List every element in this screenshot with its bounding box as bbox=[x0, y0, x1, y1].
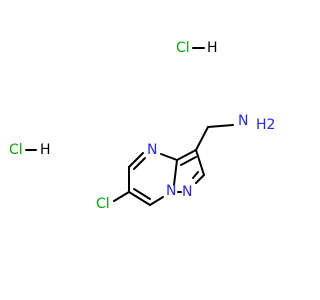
atom-n-pyrimidine: N bbox=[147, 142, 157, 158]
chemical-structure: Cl H Cl H Cl N N N N bbox=[9, 40, 275, 212]
bond-n4-c3a bbox=[160, 153, 178, 161]
bond-ch2-n bbox=[207, 124, 234, 128]
atom-cl: Cl bbox=[96, 196, 110, 212]
bond-c3a-c3-inner bbox=[180, 156, 197, 166]
atom-n-bridgehead: N bbox=[166, 183, 176, 199]
atom-n-pyrazole: N bbox=[182, 184, 192, 200]
hcl-2-cl: Cl bbox=[9, 142, 23, 158]
atom-h2-amine: H2 bbox=[256, 117, 275, 133]
bond-n4-c5-inner bbox=[133, 157, 146, 170]
hcl-2-h: H bbox=[40, 142, 51, 158]
bond-c6-c7-inner bbox=[133, 188, 151, 200]
bond-c7-n8 bbox=[149, 196, 164, 206]
bond-n8-c3a bbox=[173, 159, 178, 186]
bond-network bbox=[113, 124, 234, 206]
atom-n-amine: N bbox=[238, 113, 248, 129]
bond-c6-c7 bbox=[128, 191, 151, 206]
bond-n4-c5 bbox=[128, 152, 144, 168]
bond-c2-n1-inner bbox=[192, 171, 199, 179]
hcl-1-cl: Cl bbox=[176, 40, 190, 56]
atom-labels: Cl N N N N H2 bbox=[96, 113, 275, 212]
hcl-salt-1: Cl H bbox=[176, 40, 218, 56]
bond-c6-cl bbox=[113, 191, 130, 202]
bond-c3-ch2 bbox=[195, 126, 209, 151]
bond-c3a-c3 bbox=[176, 149, 197, 161]
bond-c2-n1 bbox=[195, 174, 205, 184]
hcl-salt-2: Cl H bbox=[9, 142, 51, 158]
bond-c3-c2 bbox=[195, 149, 205, 176]
hcl-1-h: H bbox=[207, 40, 218, 56]
